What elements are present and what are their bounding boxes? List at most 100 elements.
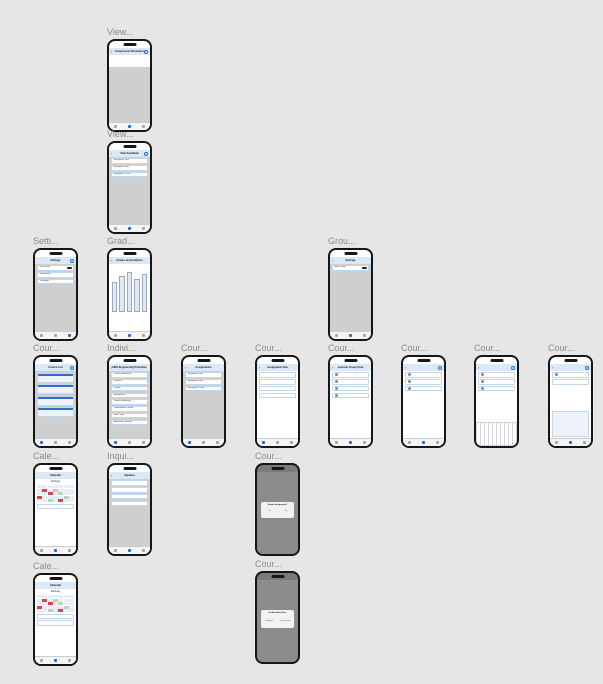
chat-item[interactable]: [332, 392, 369, 399]
screen-title: Settings: [50, 259, 61, 262]
phone-mockup: Confirmation Error Try Again Leave Now: [255, 571, 300, 664]
submit-row[interactable]: [259, 392, 296, 399]
assignment-item[interactable]: Assignment Two: [185, 378, 222, 385]
leave-now-button[interactable]: Leave Now: [280, 620, 291, 622]
menu-item[interactable]: Modules: [111, 378, 148, 385]
keyboard[interactable]: [476, 422, 517, 446]
phone-mockup: ‹: [474, 355, 519, 448]
frame-label: Cour...: [401, 343, 428, 353]
screen-body: [330, 371, 371, 439]
detail-line: [259, 378, 296, 385]
back-chevron-icon[interactable]: ‹: [478, 365, 480, 370]
back-chevron-icon[interactable]: ‹: [259, 365, 261, 370]
back-chevron-icon[interactable]: ‹: [332, 365, 334, 370]
back-chevron-icon[interactable]: ‹: [405, 365, 407, 370]
frame-label: Cour...: [255, 559, 282, 569]
avatar: [481, 373, 484, 377]
detail-line: [259, 372, 296, 378]
profile-icon[interactable]: [144, 151, 148, 156]
list-item[interactable]: Assignment One: [111, 158, 148, 164]
settings-item[interactable]: Dark Mode: [37, 265, 74, 271]
frame-label: Cour...: [181, 343, 208, 353]
back-chevron-icon[interactable]: ‹: [111, 473, 113, 478]
back-chevron-icon[interactable]: ‹: [111, 258, 113, 263]
menu-item[interactable]: Assignments: [111, 392, 148, 399]
assignment-item[interactable]: Assignment Three: [185, 385, 222, 392]
message-row: [478, 372, 515, 378]
menu-item[interactable]: Grades: [111, 385, 148, 392]
screen-title: Grades and Analytics: [116, 259, 143, 262]
inquiry-item[interactable]: [111, 500, 148, 507]
tab-bar: [257, 438, 298, 446]
tab-bar: [109, 224, 150, 232]
course-card[interactable]: [37, 372, 74, 383]
event-item[interactable]: [37, 503, 74, 510]
try-again-button[interactable]: Try Again: [264, 620, 274, 622]
menu-item[interactable]: Download All Content: [111, 406, 148, 412]
event-item[interactable]: [37, 613, 74, 620]
back-chevron-icon[interactable]: ‹: [111, 365, 113, 370]
chat-item[interactable]: [332, 385, 369, 392]
toggle-switch[interactable]: [362, 266, 367, 270]
phone-mockup: ‹Lecturer Group Chat: [328, 355, 373, 448]
screen-title: View Feedback: [120, 152, 139, 155]
profile-icon[interactable]: [511, 365, 515, 370]
menu-item[interactable]: Add to My Calendar: [111, 419, 148, 426]
attachment-menu[interactable]: [552, 411, 589, 437]
frame-label: Cour...: [474, 343, 501, 353]
phone-mockup: ‹Assignments Assignment One Assignment T…: [181, 355, 226, 448]
list-item[interactable]: Assignment Two: [111, 164, 148, 171]
yes-button[interactable]: Yes: [267, 510, 272, 512]
frame-label: View...: [107, 129, 134, 139]
settings-item[interactable]: Language: [37, 278, 74, 285]
profile-icon[interactable]: [585, 365, 589, 370]
back-chevron-icon[interactable]: ‹: [111, 49, 113, 54]
upload-row[interactable]: [259, 385, 296, 392]
calendar-grid[interactable]: [37, 485, 74, 503]
avatar: [335, 386, 338, 390]
tab-bar: [109, 122, 150, 130]
screen-body: Assignment One Assignment Two Assignment…: [109, 157, 150, 225]
phone-mockup: Calendar February: [33, 573, 78, 666]
message-row: [405, 378, 442, 385]
menu-item[interactable]: Course Information: [111, 372, 148, 378]
nav-bar: ‹Assignments: [183, 364, 224, 371]
screen-body: [35, 371, 76, 439]
back-chevron-icon[interactable]: ‹: [185, 365, 187, 370]
tab-bar: [183, 438, 224, 446]
back-chevron-icon[interactable]: ‹: [552, 365, 554, 370]
course-card[interactable]: [37, 384, 74, 394]
month-label: February: [50, 480, 61, 483]
profile-icon[interactable]: [70, 365, 74, 370]
chat-item[interactable]: [332, 372, 369, 378]
chat-item[interactable]: [332, 378, 369, 385]
assignment-item[interactable]: Assignment One: [185, 372, 222, 378]
back-chevron-icon[interactable]: ‹: [332, 258, 334, 263]
event-item[interactable]: [37, 620, 74, 626]
no-button[interactable]: No: [284, 510, 288, 512]
tab-bar: [109, 546, 150, 554]
avatar: [335, 373, 338, 377]
group-item[interactable]: AWS Group: [332, 265, 369, 271]
course-card[interactable]: [37, 395, 74, 406]
course-card[interactable]: [37, 407, 74, 417]
message-row: [552, 378, 589, 385]
menu-item[interactable]: Student Information: [111, 399, 148, 405]
inquiry-item[interactable]: [111, 486, 148, 493]
inquiry-item[interactable]: [111, 480, 148, 486]
inquiry-item[interactable]: [111, 493, 148, 500]
back-chevron-icon[interactable]: ‹: [111, 151, 113, 156]
list-item[interactable]: Assignment Three: [111, 171, 148, 178]
nav-bar: Calendar: [35, 472, 76, 479]
tab-bar: [35, 656, 76, 664]
profile-icon[interactable]: [438, 365, 442, 370]
profile-icon[interactable]: [70, 258, 74, 263]
profile-icon[interactable]: [144, 49, 148, 54]
menu-item[interactable]: Email Tutor: [111, 412, 148, 419]
screen-body: February: [35, 479, 76, 547]
settings-item[interactable]: Notifications: [37, 271, 74, 278]
screen-title: Assignment One: [267, 366, 288, 369]
calendar-grid[interactable]: [37, 595, 74, 613]
nav-bar: Course List: [35, 364, 76, 371]
toggle-switch[interactable]: [67, 266, 72, 270]
